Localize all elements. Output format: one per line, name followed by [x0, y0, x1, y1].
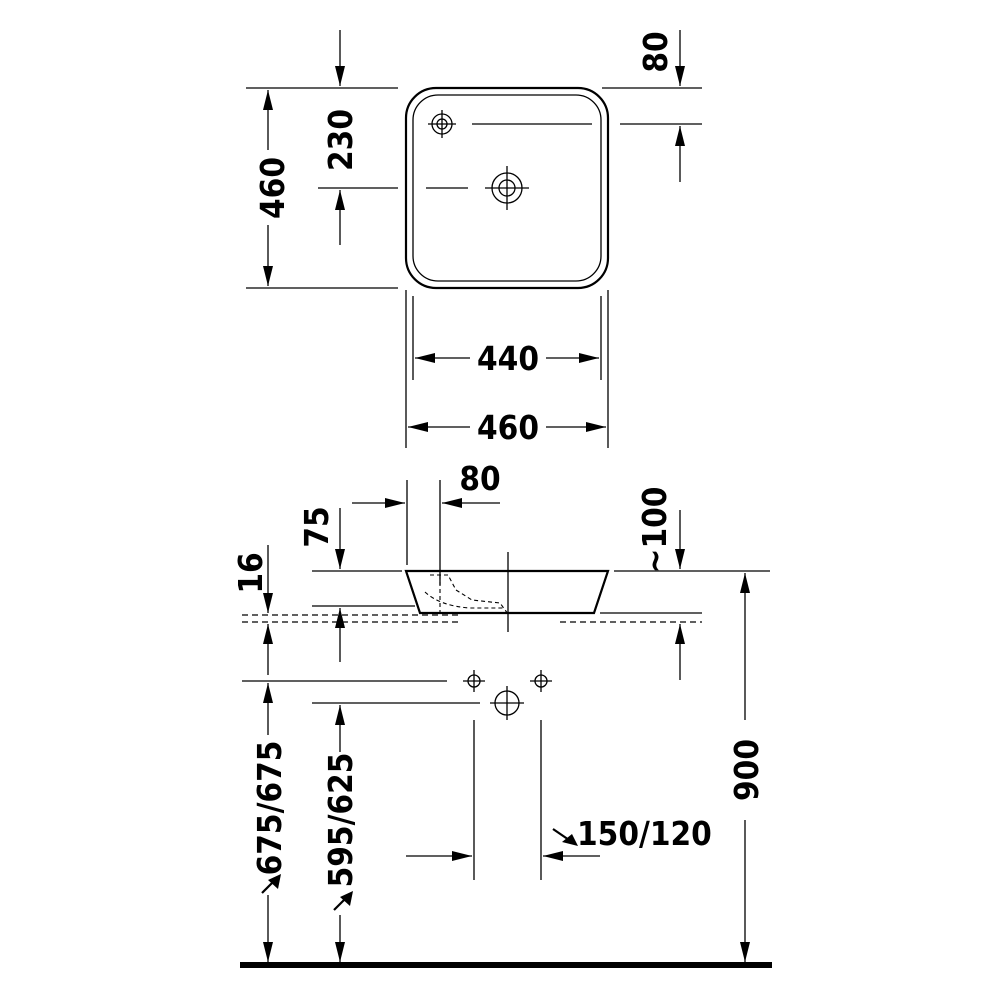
dim-150-120: 150/120	[577, 814, 712, 853]
dim-outer-width-460: 460	[477, 408, 539, 447]
overflow-hole-icon	[428, 110, 456, 138]
drain-hole-icon	[485, 166, 529, 210]
dim-900: 900	[727, 739, 766, 801]
dim-675: 675/675	[250, 741, 289, 876]
dim-depth-460: 460	[253, 157, 292, 219]
basin-inner-outline	[412, 94, 602, 282]
waste-outlet-icon	[490, 686, 524, 720]
dim-approx-100: ~100	[635, 487, 674, 574]
dim-595: 595/625	[321, 753, 360, 888]
dim-top-80: 80	[459, 459, 500, 498]
dim-rim-offset-80: 80	[636, 31, 675, 72]
basin-outer-outline	[404, 86, 610, 290]
dim-16: 16	[231, 552, 270, 593]
dim-75: 75	[297, 506, 336, 547]
basin-side-profile	[404, 569, 610, 615]
water-inlet-left-icon	[463, 670, 485, 692]
side-view: 80 75 16 ~100	[231, 459, 772, 968]
dim-inner-width-440: 440	[477, 339, 539, 378]
dim-tap-offset-230: 230	[321, 109, 360, 171]
plan-view: 460 230 80 440 460	[246, 30, 702, 448]
water-inlet-right-icon	[530, 670, 552, 692]
